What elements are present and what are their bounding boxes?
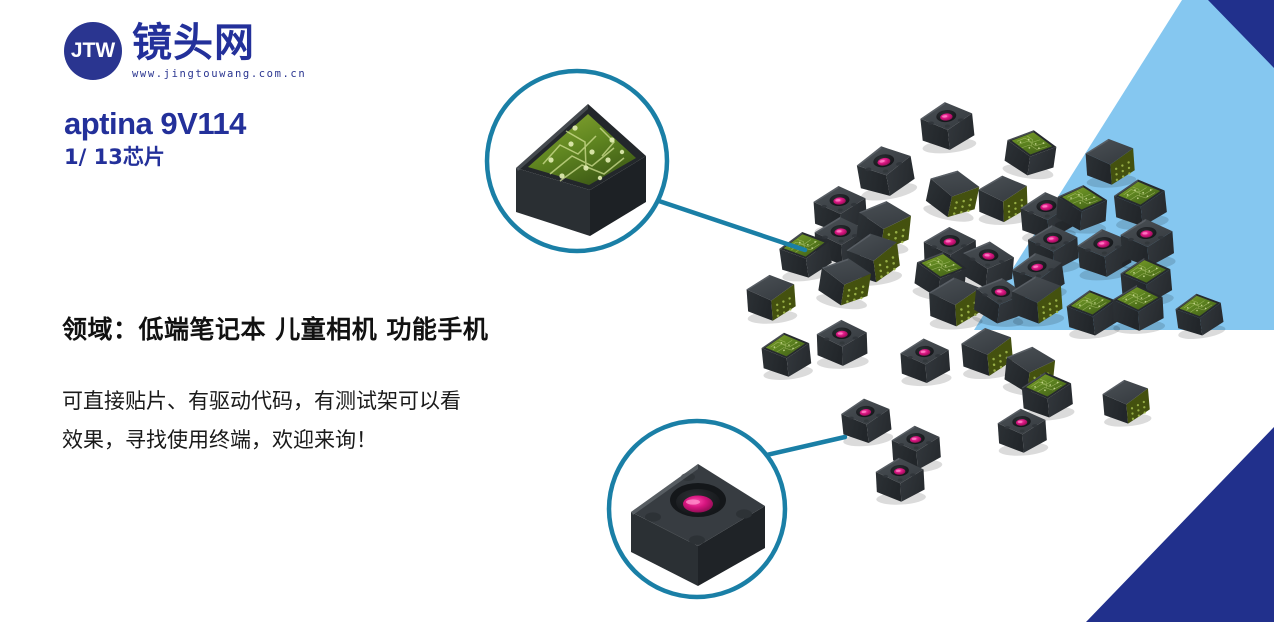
product-description: 可直接贴片、有驱动代码，有测试架可以看 效果，寻找使用终端，欢迎来询！ xyxy=(62,382,592,460)
camera-module-lens xyxy=(816,318,869,369)
camera-module-side xyxy=(1101,377,1152,427)
camera-module-lens xyxy=(854,141,918,201)
jtw-logo-text: JTW xyxy=(70,39,116,62)
brand-website-url: www.jingtouwang.com.cn xyxy=(132,67,307,80)
product-title: aptina 9V114 xyxy=(64,106,246,141)
camera-module-side xyxy=(978,174,1029,225)
camera-module-pcb xyxy=(759,329,813,380)
callout-top-ring xyxy=(484,68,670,254)
product-subtitle: 1/ 13芯片 xyxy=(64,145,165,169)
camera-module-lens xyxy=(972,275,1027,327)
camera-module-side xyxy=(1084,137,1137,188)
camera-module-lens xyxy=(996,407,1049,456)
camera-module-side xyxy=(745,273,798,324)
camera-module-side xyxy=(816,254,873,310)
description-line-2: 效果，寻找使用终端，欢迎来询！ xyxy=(62,427,377,452)
camera-module-pcb xyxy=(1173,290,1226,340)
camera-module-side xyxy=(928,276,983,330)
camera-module-lens xyxy=(839,396,894,447)
camera-module-lens xyxy=(899,336,952,387)
brand-logo-text-group: 镜头网 www.jingtouwang.com.cn xyxy=(132,23,306,80)
brand-name-cn: 镜头网 xyxy=(132,19,255,66)
callout-bottom-lens-closeup[interactable] xyxy=(606,418,788,600)
camera-module-pcb xyxy=(1111,283,1166,334)
brand-logo[interactable]: JTW 镜头网 www.jingtouwang.com.cn xyxy=(64,22,306,80)
camera-module-side xyxy=(1010,274,1065,327)
callout-top-pcb-closeup[interactable] xyxy=(484,68,670,254)
camera-module-side xyxy=(923,165,982,223)
camera-module-pcb xyxy=(1054,182,1109,234)
leader-line-top xyxy=(641,193,808,253)
callout-bottom-ring xyxy=(606,418,788,600)
callout-bottom-content xyxy=(631,464,765,586)
camera-module-group xyxy=(745,99,1226,505)
callout-top-content xyxy=(516,104,646,236)
camera-module-side xyxy=(960,325,1015,380)
camera-module-lens xyxy=(918,99,977,154)
camera-module-lens xyxy=(875,456,926,505)
camera-module-pcb xyxy=(1002,126,1059,180)
camera-module-pcb xyxy=(1064,286,1121,339)
description-line-1: 可直接贴片、有驱动代码，有测试架可以看 xyxy=(62,389,461,413)
application-domain-label: 领域：低端笔记本 儿童相机 功能手机 xyxy=(62,315,489,344)
jtw-logo-icon: JTW xyxy=(64,22,122,80)
camera-module-lens xyxy=(1075,226,1134,281)
